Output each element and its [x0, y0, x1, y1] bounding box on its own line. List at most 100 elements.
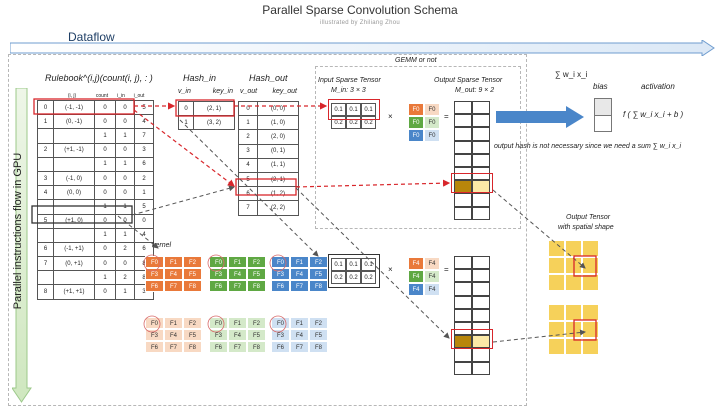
rulebook-cell-i-out: 4 [134, 114, 154, 130]
output-row-highlight-top [451, 173, 493, 193]
rulebook-cell-i-out: 7 [134, 128, 154, 144]
spatial-cell [565, 321, 582, 338]
output-spatial-top [548, 240, 599, 291]
rulebook-cell-i-out: 3 [134, 142, 154, 158]
weight-cell: F0 [408, 129, 424, 142]
times-top: × [388, 112, 393, 121]
kernel-cell: F4 [290, 329, 309, 341]
weight-cell: F0 [424, 129, 440, 142]
hash-out-cell: (2, 2) [257, 200, 299, 216]
output-cell [472, 153, 490, 167]
rulebook-cell-i-in: 0 [115, 213, 135, 229]
input-cell: 0.1 [331, 103, 346, 116]
kernel-cell: F3 [271, 268, 290, 280]
rulebook-cell-i-out: 5 [134, 199, 154, 215]
input-row-highlight [328, 99, 380, 120]
rulebook-cell-ij [53, 227, 95, 243]
rulebook-cell-i-in: 1 [115, 128, 135, 144]
hash-out-row: 5(2, 1) [238, 171, 299, 188]
input-cell: 0.1 [361, 103, 376, 116]
kernel-cell: F0 [271, 256, 290, 268]
kernel-cell: F6 [145, 280, 164, 292]
kernel-cell: F1 [228, 317, 247, 329]
rulebook-cell-count: 0 [94, 170, 116, 187]
output-cell [472, 101, 490, 115]
hash-in-cell: 0 [178, 100, 194, 117]
kernel-cell: F5 [183, 268, 202, 280]
rulebook-cell-ij: (-1, -1) [53, 99, 95, 116]
weight-cell: F4 [424, 257, 440, 270]
rb-header-iin: i_in [117, 92, 125, 99]
side-label: Parallel instructions flow in GPU [12, 152, 24, 310]
rulebook-cell-i-in: 0 [115, 256, 135, 272]
kernel-cell: F8 [247, 341, 266, 353]
rulebook-cell-ij: (0, -1) [53, 114, 95, 130]
kernel-cell: F3 [209, 268, 228, 280]
rulebook-cell-ij: (-1, +1) [53, 241, 95, 258]
weight-cell: F0 [408, 103, 424, 116]
bias-box [594, 98, 612, 132]
kernel-cell: F4 [164, 268, 183, 280]
rulebook-cell-idx: 8 [37, 284, 54, 300]
rulebook-cell-ij [53, 128, 95, 144]
weight-cell: F4 [424, 270, 440, 283]
kernel-cell: F0 [271, 317, 290, 329]
hash-out-cell: 7 [238, 200, 258, 216]
output-cell [472, 335, 490, 349]
kernel-label: kernel [152, 242, 172, 249]
rulebook-cell-idx: 3 [37, 170, 54, 187]
rulebook-cell-i-out: 6 [134, 241, 154, 258]
output-cell [454, 114, 472, 128]
kernel-cell: F3 [145, 329, 164, 341]
weight-cell: F4 [408, 257, 424, 270]
spatial-cell [582, 240, 599, 257]
kernel-cell: F4 [228, 329, 247, 341]
output-tensor-top [454, 101, 490, 220]
gemm-label: GEMM or not [395, 57, 437, 64]
rulebook-cell-i-in: 1 [115, 156, 135, 172]
kernel-cell: F0 [145, 317, 164, 329]
rulebook-cell-count: 0 [94, 213, 116, 229]
kernel-cell: F3 [145, 268, 164, 280]
equals-top: = [444, 112, 449, 121]
kernel-cell: F6 [209, 280, 228, 292]
rulebook-cell-count: 1 [94, 156, 116, 172]
bias-label: bias [593, 82, 608, 91]
output-tensor-title: Output Sparse Tensor [434, 77, 503, 84]
hash-out-row: 4(1, 1) [238, 157, 299, 173]
hash-out-row: 7(2, 2) [238, 200, 299, 216]
rulebook-cell-idx: 0 [37, 99, 54, 116]
weight-cell: F0 [424, 103, 440, 116]
hash-out-cell: 1 [238, 115, 258, 131]
kernel-cell: F8 [183, 280, 202, 292]
page-subtitle: illustrated by Zhiliang Zhou [319, 20, 401, 26]
rulebook-cell-i-in: 2 [115, 241, 135, 258]
kernel-cell: F0 [209, 317, 228, 329]
kernel-cell: F7 [228, 280, 247, 292]
rulebook-cell-idx [37, 156, 54, 172]
rulebook-cell-i-in: 0 [115, 99, 135, 116]
output-row-highlight-bottom [451, 329, 493, 349]
spatial-cell [548, 274, 565, 291]
output-cell [454, 295, 472, 309]
output-cell [472, 269, 490, 283]
rulebook-cell-i-out: 5 [134, 99, 154, 116]
rulebook-cell-i-in: 0 [115, 142, 135, 158]
hash-out-header-key: key_out [272, 88, 297, 95]
hash-out-header-v: v_out [240, 88, 258, 95]
rulebook-cell-i-in: 2 [115, 270, 135, 286]
spatial-cell [582, 321, 599, 338]
